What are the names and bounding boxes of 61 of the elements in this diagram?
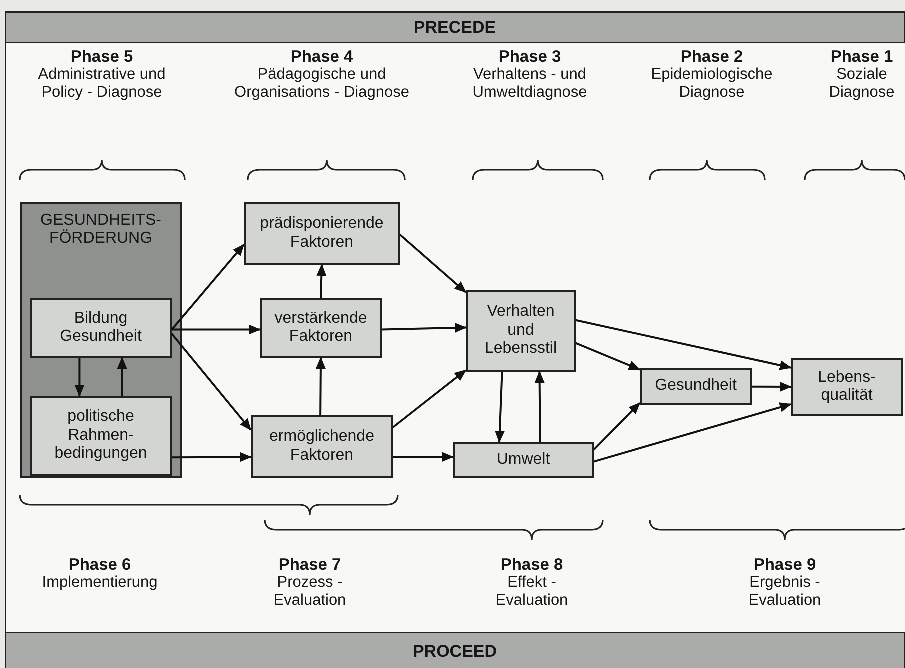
- phase-heading: Phase 5: [70, 48, 134, 66]
- phase-description: Effekt - Evaluation: [494, 574, 570, 610]
- process-box: [791, 358, 903, 416]
- node-label: Umwelt: [496, 450, 550, 470]
- arrow: [534, 371, 545, 442]
- phase-description: Verhaltens - und Umweltdiagnose: [472, 66, 588, 102]
- phase-heading: Phase 8: [500, 556, 564, 574]
- arrow: [171, 333, 252, 431]
- process-box: [30, 298, 172, 358]
- phase-heading: Phase 3: [498, 48, 562, 66]
- node-label: Gesundheit: [655, 377, 737, 396]
- arrow: [393, 452, 454, 462]
- arrow: [382, 323, 467, 333]
- phase-description: Implementierung: [42, 574, 158, 592]
- group-panel: [20, 202, 182, 478]
- phase-heading: Phase 7: [278, 556, 342, 574]
- node-label: PRECEDE: [414, 18, 496, 38]
- phase-description: Prozess - Evaluation: [272, 574, 348, 610]
- node-label: Lebens- qualität: [817, 368, 877, 406]
- node-label: prädisponierende Faktoren: [259, 215, 385, 252]
- node-label: Verhalten und Lebensstil: [484, 303, 558, 359]
- node-label: ermöglichende Faktoren: [268, 428, 376, 465]
- process-box: [251, 415, 393, 478]
- arrow: [576, 319, 792, 370]
- phase-description: Pädagogische und Organisations - Diagnose: [234, 66, 410, 102]
- arrow: [172, 452, 252, 462]
- node-label: PROCEED: [412, 642, 498, 662]
- header-band: [5, 12, 905, 43]
- node-label: Bildung Gesundheit: [59, 310, 143, 346]
- phase-heading: Phase 9: [754, 556, 816, 574]
- process-box: [260, 298, 382, 358]
- process-box: [244, 202, 400, 265]
- arrow: [74, 358, 85, 397]
- arrow: [593, 402, 641, 451]
- phase-heading: Phase 1: [830, 48, 894, 66]
- arrow: [752, 382, 792, 392]
- phase-heading: Phase 4: [290, 48, 354, 66]
- process-box: [453, 442, 594, 478]
- process-box: [466, 290, 576, 372]
- phase-heading: Phase 2: [680, 48, 744, 66]
- header-band: [5, 632, 905, 668]
- arrow: [117, 357, 128, 396]
- phase-description: Administrative und Policy - Diagnose: [37, 66, 167, 102]
- node-label: verstärkende Faktoren: [274, 310, 368, 346]
- node-label: GESUNDHEITS- FÖRDERUNG: [40, 212, 162, 249]
- process-box: [30, 396, 172, 476]
- arrow: [171, 244, 245, 330]
- arrow: [392, 370, 467, 428]
- arrow: [316, 264, 327, 298]
- arrow: [399, 234, 467, 294]
- phase-description: Soziale Diagnose: [828, 66, 896, 102]
- phase-heading: Phase 6: [68, 556, 132, 574]
- arrow: [316, 357, 326, 415]
- arrow: [172, 324, 261, 335]
- phase-description: Epidemiologische Diagnose: [650, 66, 774, 102]
- arrow: [494, 372, 505, 443]
- phase-description: Ergebnis - Evaluation: [748, 574, 822, 610]
- arrow: [594, 402, 792, 463]
- node-label: politische Rahmen- bedingungen: [54, 408, 148, 464]
- process-box: [640, 368, 752, 405]
- arrow: [576, 342, 641, 371]
